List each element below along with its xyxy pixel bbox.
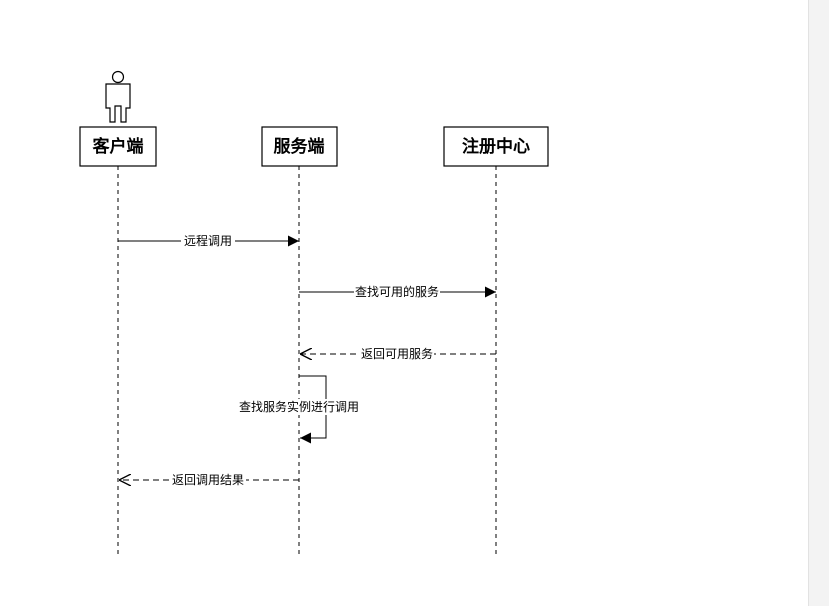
participant-client[interactable]: 客户端 <box>79 126 157 167</box>
participant-server-label: 服务端 <box>274 136 325 157</box>
participant-registry[interactable]: 注册中心 <box>443 126 549 167</box>
message-self-call-label: 查找服务实例进行调用 <box>239 399 359 414</box>
message-remote-call-label: 远程调用 <box>184 233 232 248</box>
message-find-service[interactable]: 查找可用的服务 <box>299 284 496 300</box>
message-self-call[interactable]: 查找服务实例进行调用 <box>238 375 360 444</box>
message-return-service[interactable]: 返回可用服务 <box>300 346 496 362</box>
participant-server[interactable]: 服务端 <box>261 126 338 167</box>
message-return-service-label: 返回可用服务 <box>361 346 433 361</box>
message-find-service-label: 查找可用的服务 <box>355 284 439 299</box>
vertical-scrollbar[interactable] <box>808 0 829 606</box>
participant-registry-label: 注册中心 <box>462 136 530 157</box>
actor-icon <box>105 70 131 123</box>
message-remote-call[interactable]: 远程调用 <box>118 233 299 249</box>
message-return-result[interactable]: 返回调用结果 <box>119 472 299 488</box>
message-return-result-label: 返回调用结果 <box>172 473 244 487</box>
participant-client-label: 客户端 <box>92 136 144 157</box>
sequence-diagram: 客户端 服务端 注册中心 远程调用 查找可用的服务 返回可用服务 查找服务实例进… <box>79 70 549 555</box>
